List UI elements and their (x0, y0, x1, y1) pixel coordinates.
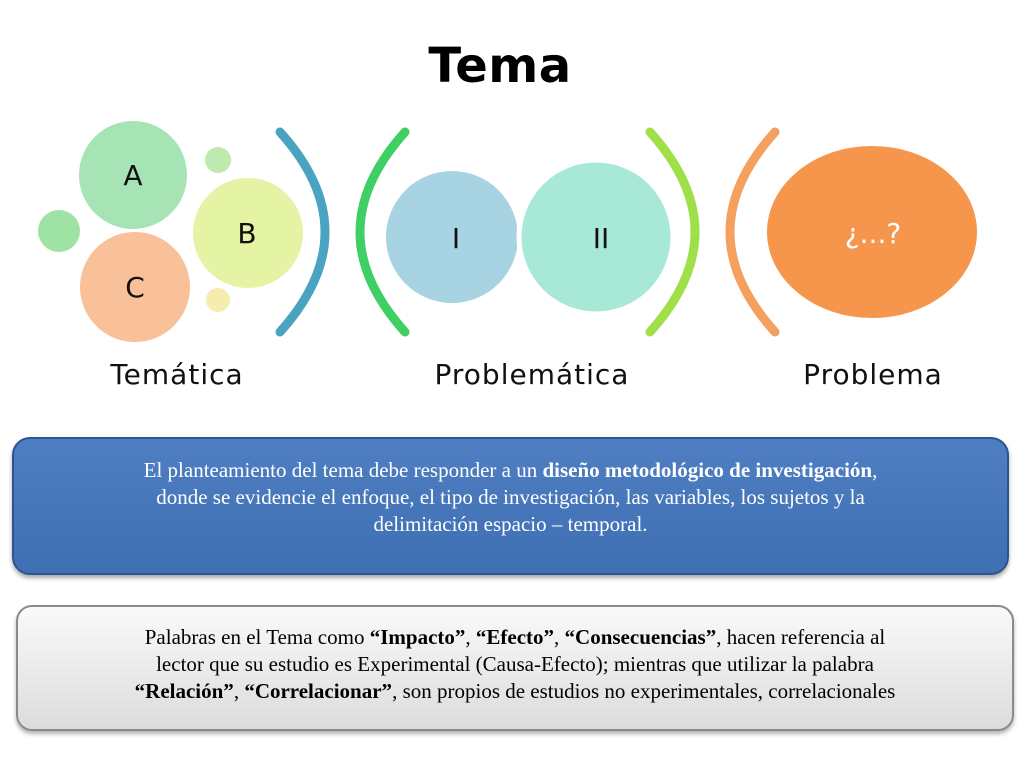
venn-circle-right (516, 157, 676, 317)
venn-left-label: I (452, 222, 460, 255)
keywords-line-1: Palabras en el Tema como “Impacto”, “Efe… (144, 625, 886, 649)
keywords-line-2: lector que su estudio es Experimental (C… (156, 652, 874, 676)
bubble-c (80, 232, 190, 342)
bracket-green (355, 127, 410, 337)
tema-diagram: A B C I II ¿...? Temática Problemática P… (38, 121, 977, 391)
methodology-line-2: donde se evidencie el enfoque, el tipo d… (156, 485, 865, 509)
bubble-c-label: C (125, 271, 145, 304)
small-bubble-top (205, 147, 231, 173)
small-bubble-left (38, 210, 80, 252)
stage-label-problematica: Problemática (435, 358, 630, 391)
stage-label-problema: Problema (803, 358, 943, 391)
venn-right-label: II (593, 222, 610, 255)
methodology-line-1: El planteamiento del tema debe responder… (143, 458, 878, 482)
bubble-b (193, 178, 303, 288)
bubble-b-label: B (237, 217, 256, 250)
keywords-note-box: Palabras en el Tema como “Impacto”, “Efe… (16, 605, 1014, 731)
slide-title: Tema (428, 38, 572, 94)
venn-circle-left (386, 171, 518, 303)
small-bubble-bottom (206, 288, 230, 312)
problem-circle (767, 146, 977, 318)
methodology-line-3: delimitación espacio – temporal. (373, 512, 648, 536)
problem-label: ¿...? (845, 217, 901, 250)
bracket-teal (275, 127, 330, 337)
bracket-lime (645, 127, 700, 337)
bubble-a-label: A (123, 159, 142, 192)
bracket-orange (725, 127, 780, 337)
keywords-line-3: “Relación”, “Correlacionar”, son propios… (134, 679, 896, 703)
methodology-note-box: El planteamiento del tema debe responder… (12, 437, 1009, 575)
bubble-a (79, 121, 187, 229)
stage-label-tematica: Temática (109, 358, 243, 391)
